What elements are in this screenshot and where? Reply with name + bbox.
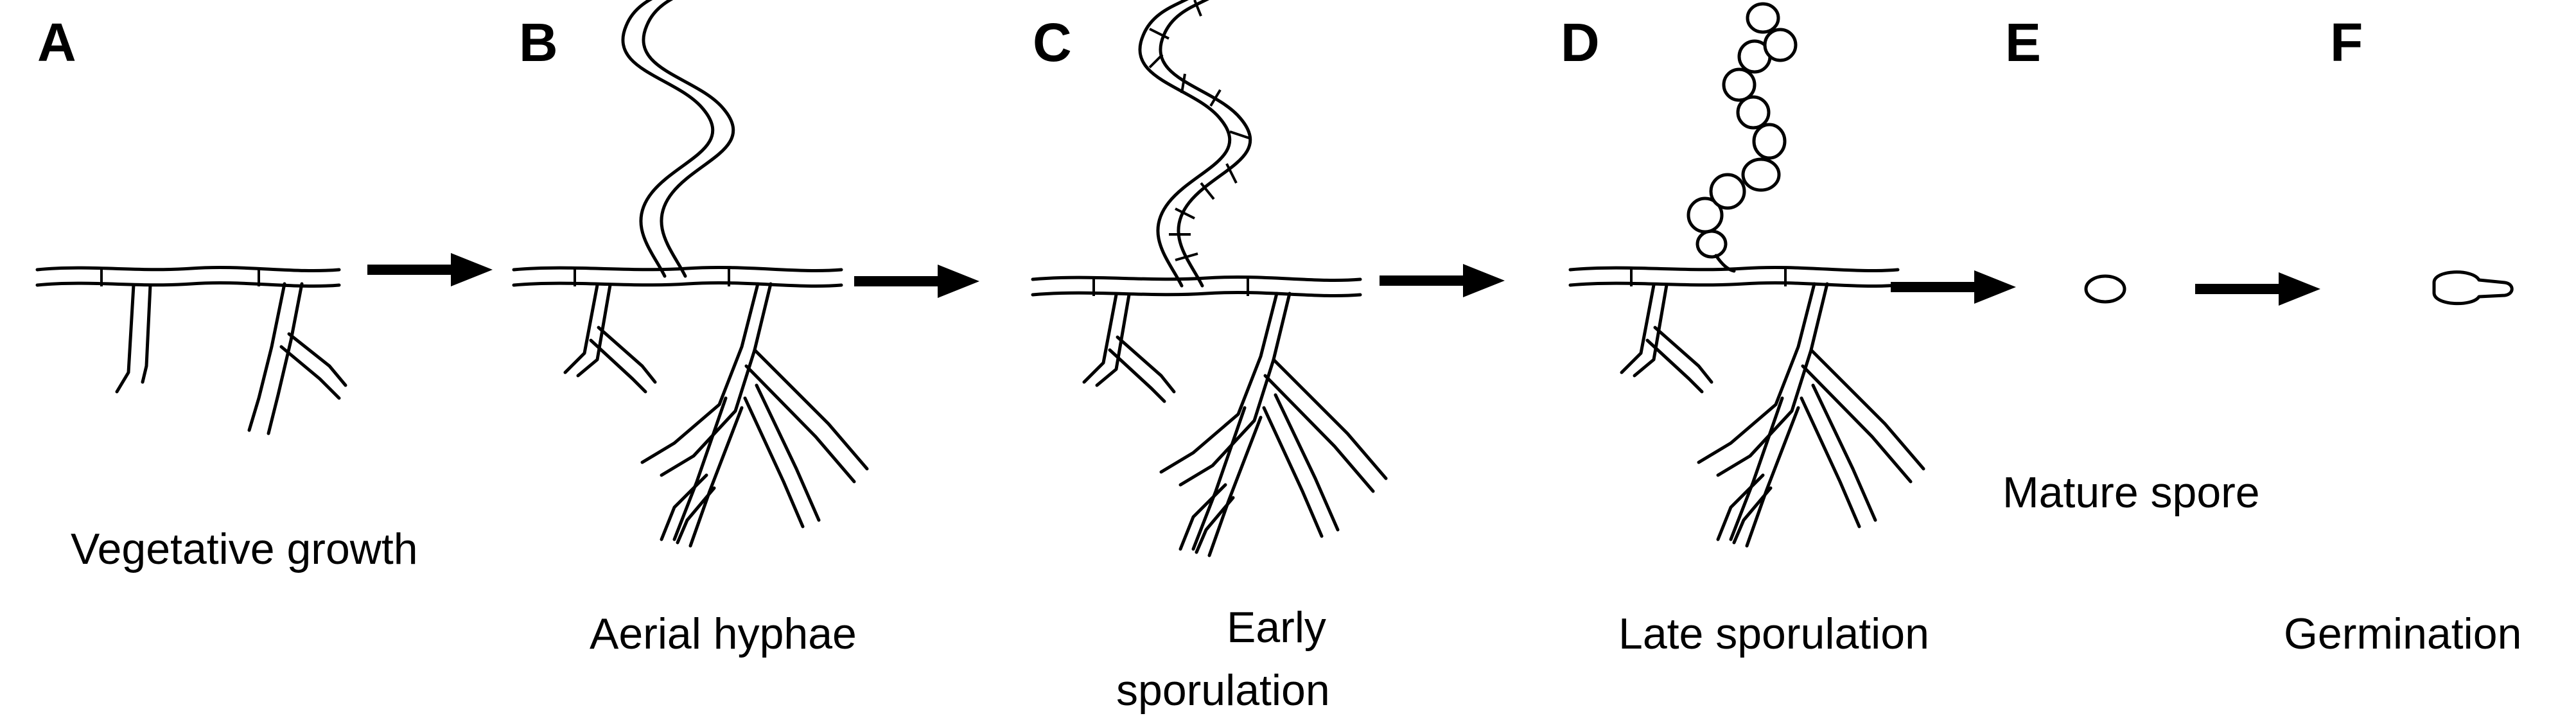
panel-c: C Early sporulation (1033, 0, 1386, 715)
arrow-d-e (1891, 270, 2016, 304)
panel-b: B Aerial hyphae (514, 0, 867, 658)
substrate-mycelium (1570, 267, 1923, 546)
panel-letter: D (1561, 12, 1600, 73)
panel-a: A Vegetative growth (37, 12, 418, 573)
panel-caption: Early (1227, 603, 1326, 652)
panel-letter: C (1033, 12, 1072, 73)
arrow-b-c (854, 265, 979, 298)
vegetative-mycelium (37, 267, 346, 433)
panel-caption: Aerial hyphae (590, 609, 857, 658)
septating-aerial-hypha (1140, 0, 1250, 286)
panel-e: E Mature spore (2002, 12, 2260, 517)
panel-letter: A (37, 12, 76, 73)
panel-caption: Late sporulation (1618, 609, 1929, 658)
substrate-mycelium (1033, 277, 1386, 555)
panel-caption: Vegetative growth (71, 525, 418, 573)
arrow-e-f (2195, 272, 2320, 306)
panel-f: F Germination (2284, 12, 2521, 658)
spore-chain (1687, 2, 1798, 273)
panel-caption: Germination (2284, 609, 2521, 658)
panel-letter: F (2330, 12, 2363, 73)
panel-letter: E (2005, 12, 2041, 73)
germinating-spore (2432, 270, 2514, 306)
panel-d: D Late sporulation (1561, 2, 1929, 658)
panel-caption: Mature spore (2002, 468, 2260, 517)
aerial-hypha (623, 0, 733, 276)
arrow-c-d (1380, 264, 1505, 297)
panel-letter: B (519, 12, 558, 73)
mature-spore (2084, 274, 2126, 304)
substrate-mycelium (514, 267, 867, 546)
panel-caption: sporulation (1116, 666, 1330, 715)
arrow-a-b (367, 253, 493, 286)
